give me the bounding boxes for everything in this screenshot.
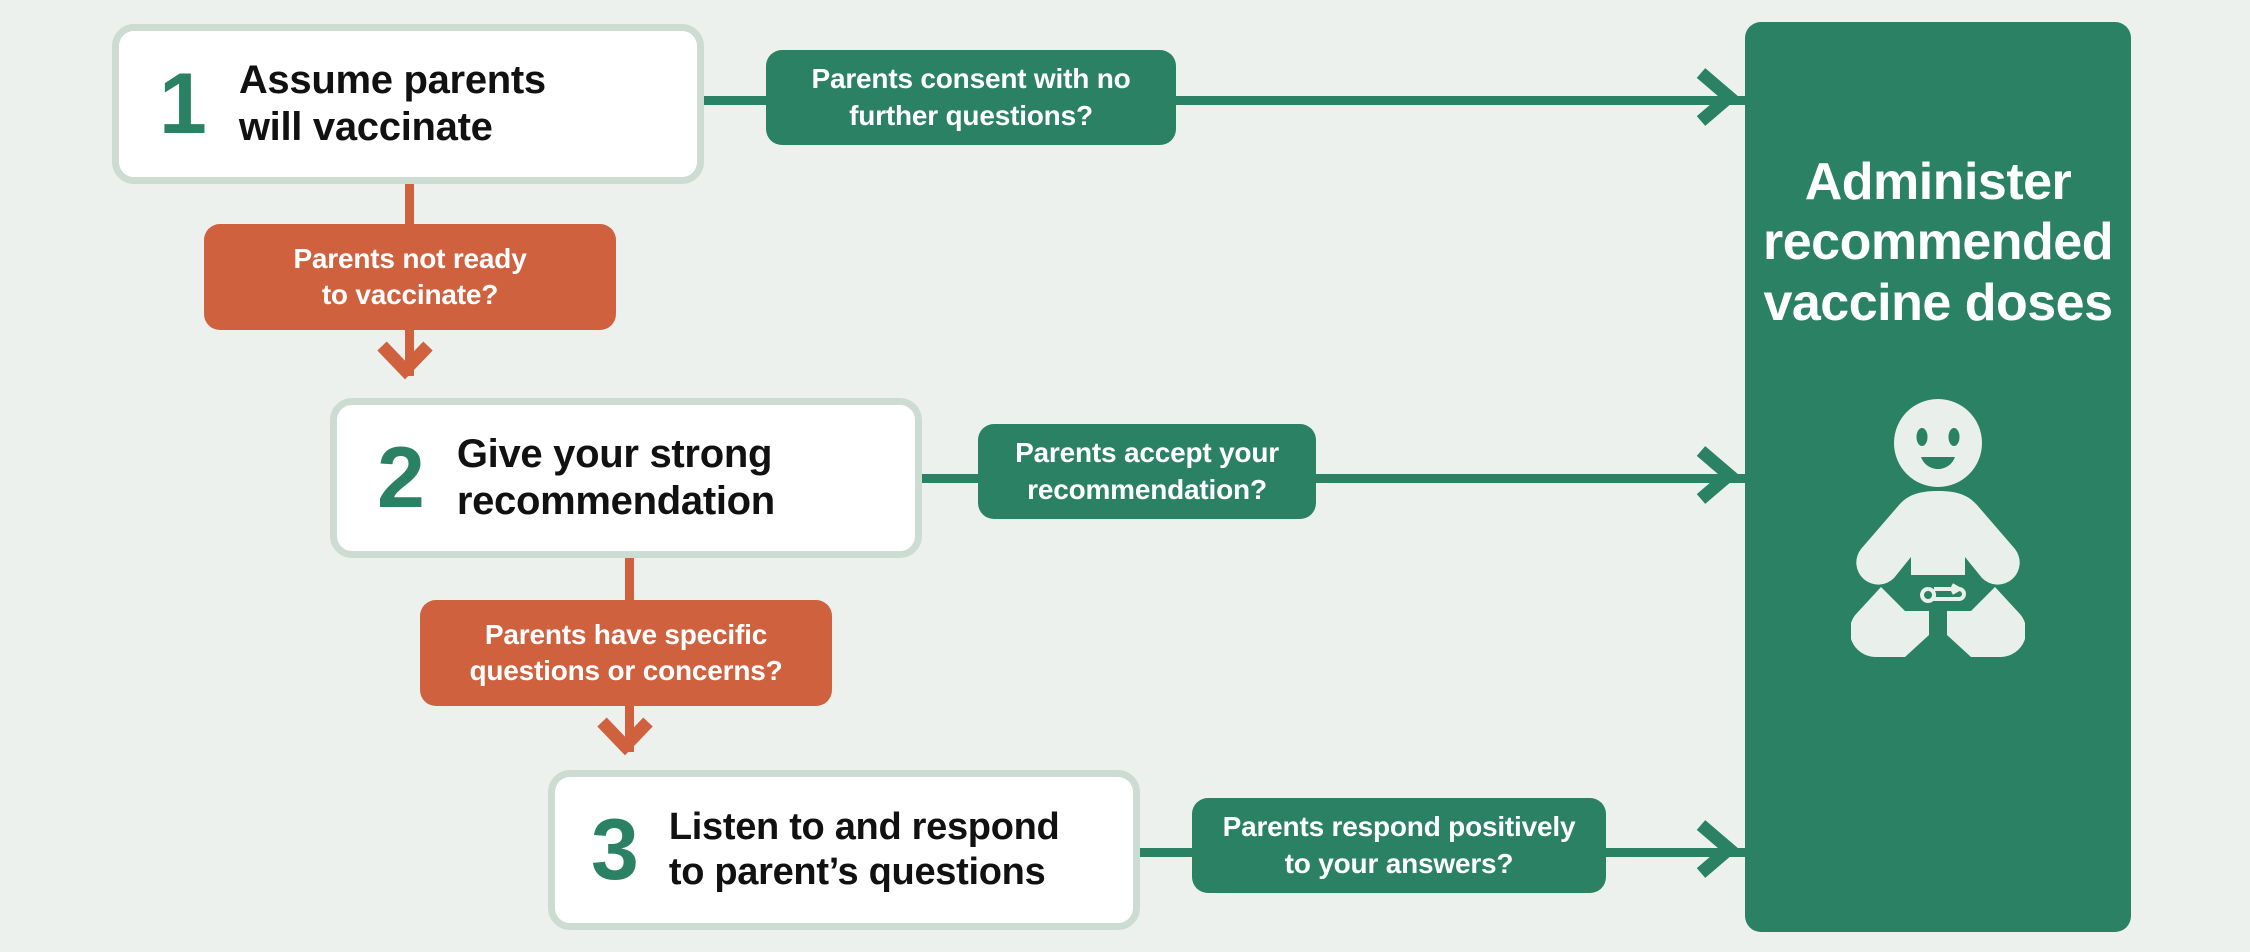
step-number-2: 2: [377, 430, 425, 526]
outcome-panel[interactable]: Administer recommended vaccine doses: [1745, 22, 2131, 932]
step-title-1: Assume parents will vaccinate: [238, 57, 546, 149]
decision-label-not-ready[interactable]: Parents not ready to vaccinate?: [204, 224, 616, 330]
baby-icon: [1849, 398, 2027, 662]
arrow-head-1-icon: [1693, 68, 1753, 126]
arrow-head-2-icon: [1693, 446, 1753, 504]
connector-no1-to-step2: [405, 328, 414, 376]
step-number-1: 1: [159, 56, 207, 152]
connector-no2-to-step3: [625, 706, 634, 752]
decision-label-accept-recommendation[interactable]: Parents accept your recommendation?: [978, 424, 1316, 519]
arrow-down-1-icon: [375, 332, 435, 387]
arrow-head-3-icon: [1693, 820, 1753, 878]
step-title-2: Give your strong recommendation: [456, 431, 775, 523]
decision-label-respond-positively[interactable]: Parents respond positively to your answe…: [1192, 798, 1606, 893]
outcome-title: Administer recommended vaccine doses: [1763, 153, 2113, 332]
step-card-1[interactable]: 1 Assume parents will vaccinate: [112, 24, 704, 184]
step-card-3[interactable]: 3 Listen to and respond to parent’s ques…: [548, 770, 1140, 930]
connector-step2-to-no2: [625, 556, 634, 606]
step-number-3: 3: [591, 802, 639, 898]
arrow-down-2-icon: [595, 708, 655, 763]
connector-step1-to-no1: [405, 178, 414, 228]
step-card-2[interactable]: 2 Give your strong recommendation: [330, 398, 922, 558]
decision-label-specific-questions[interactable]: Parents have specific questions or conce…: [420, 600, 832, 706]
decision-label-consent-no-questions[interactable]: Parents consent with no further question…: [766, 50, 1176, 145]
step-title-3: Listen to and respond to parent’s questi…: [668, 806, 1060, 893]
